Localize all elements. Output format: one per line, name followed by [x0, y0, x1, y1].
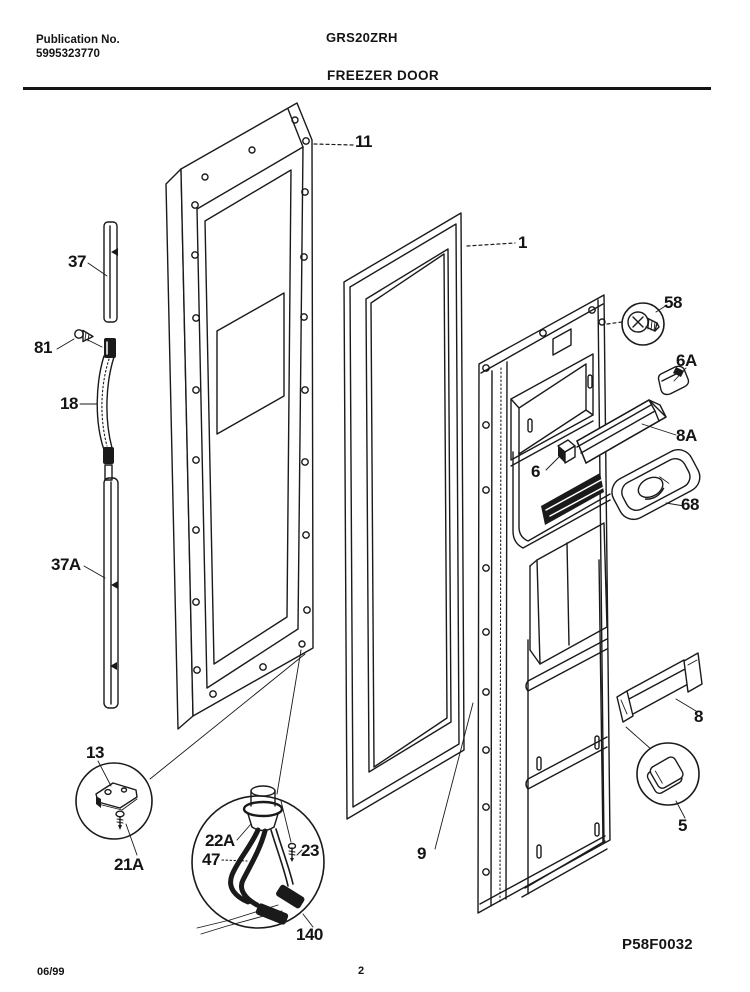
part-label-81: 81 [34, 338, 52, 357]
label-leaders [313, 143, 516, 247]
model-number: GRS20ZRH [326, 30, 398, 45]
part-label-5: 5 [678, 816, 687, 835]
cap-5-callout [636, 742, 700, 819]
publication-number: 5995323770 [36, 48, 100, 60]
part-label-13: 13 [86, 743, 104, 762]
rail-8-drawing [616, 652, 703, 751]
part-label-47: 47 [202, 850, 220, 869]
screw-58-callout [606, 302, 668, 346]
part-label-1: 1 [518, 233, 527, 252]
trim-37-drawing [87, 221, 118, 323]
cap-6a-drawing [657, 365, 690, 396]
part-label-22a: 22A [205, 831, 235, 850]
part-label-8: 8 [694, 707, 703, 726]
part-label-68: 68 [681, 495, 699, 514]
part-label-21a: 21A [114, 855, 144, 874]
handle-18-drawing [79, 338, 116, 481]
header-rule [23, 87, 711, 90]
part-label-6a: 6A [676, 351, 697, 370]
part-label-8a: 8A [676, 426, 697, 445]
part-label-11: 11 [355, 132, 372, 151]
part-label-140: 140 [296, 925, 323, 944]
door-inner-panel-drawing [477, 294, 611, 914]
part-label-58: 58 [664, 293, 682, 312]
harness-callout [191, 785, 325, 935]
trim-37a-drawing [83, 477, 119, 709]
rail-8a-drawing [576, 399, 677, 464]
page-number: 2 [358, 965, 365, 977]
part-label-37: 37 [68, 252, 86, 271]
section-title: FREEZER DOOR [327, 68, 440, 83]
part-label-18: 18 [60, 394, 78, 413]
part-label-9: 9 [417, 844, 426, 863]
part-label-37a: 37A [51, 555, 81, 574]
tray-68-drawing [611, 449, 701, 521]
gasket-drawing [343, 212, 465, 820]
door-outer-panel-drawing [165, 102, 314, 730]
footer-date: 06/99 [37, 966, 65, 978]
publication-label: Publication No. [36, 34, 120, 46]
clip-6-drawing [545, 439, 576, 471]
screw-81-drawing [56, 329, 103, 350]
bracket-13-callout [75, 760, 153, 856]
part-label-23: 23 [301, 841, 319, 860]
callout-leader-lines [149, 649, 474, 850]
part-label-6: 6 [531, 462, 540, 481]
diagram-code: P58F0032 [622, 936, 693, 953]
